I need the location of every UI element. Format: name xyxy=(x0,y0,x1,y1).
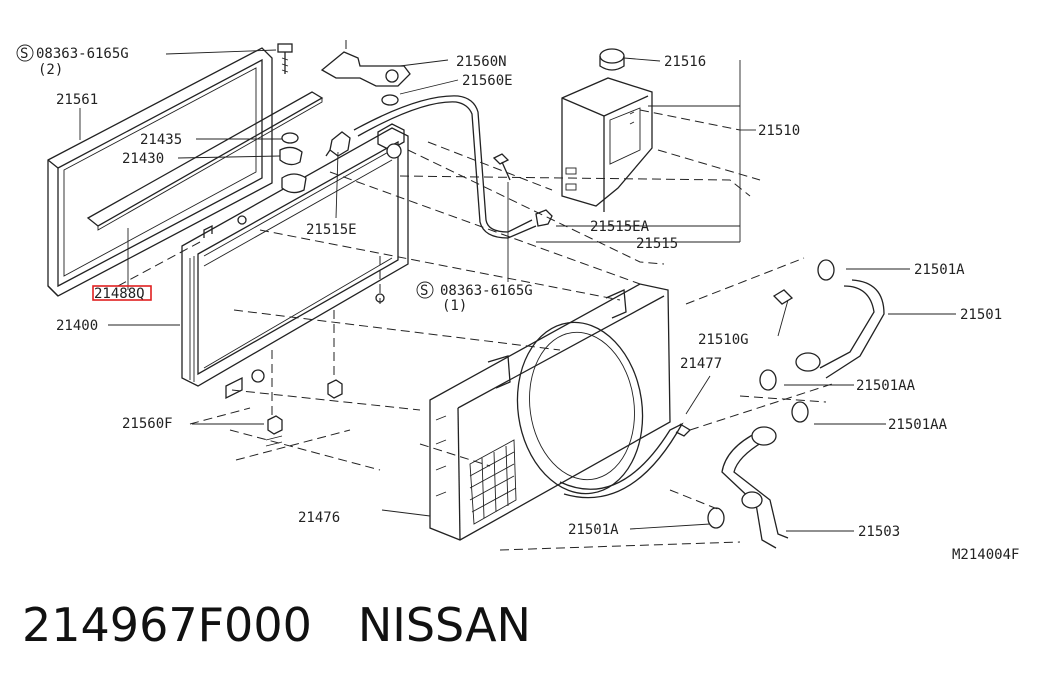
label-21515ea: 21515EA xyxy=(590,219,650,235)
shroud-frame-21561 xyxy=(47,47,324,297)
label-21560f: 21560F xyxy=(122,416,173,432)
label-21510g: 21510G xyxy=(698,332,749,348)
label-21501aa-2: 21501AA xyxy=(888,417,948,433)
label-21515: 21515 xyxy=(636,236,678,252)
label-21503: 21503 xyxy=(858,524,900,540)
label-21501aa-1: 21501AA xyxy=(856,378,916,394)
label-21477: 21477 xyxy=(680,356,722,372)
label-bolt-2-qty: (2) xyxy=(38,62,63,78)
reservoir-cap-21516 xyxy=(599,48,625,71)
label-21560n: 21560N xyxy=(456,54,507,70)
label-bolt-1-qty: (1) xyxy=(442,298,467,314)
hose-clip-21515e xyxy=(325,131,351,157)
assembly-lines xyxy=(117,109,833,551)
label-21435: 21435 xyxy=(140,132,182,148)
mount-21560f xyxy=(265,310,343,447)
highlight-box-21488q xyxy=(92,285,152,301)
label-21515e: 21515E xyxy=(306,222,357,238)
label-21501a-top: 21501A xyxy=(914,262,965,278)
label-bolt-1: 08363-6165G xyxy=(440,283,533,299)
radiator-21400 xyxy=(181,123,409,400)
part-number: 214967F000 xyxy=(22,598,312,652)
part-caption: 214967F000 NISSAN xyxy=(22,598,531,652)
label-21560e: 21560E xyxy=(462,73,513,89)
diagram-code: M214004F xyxy=(952,547,1019,563)
leader-lines xyxy=(79,49,956,532)
bolt-symbol-mid: S xyxy=(420,283,428,299)
parts-diagram: S 08363-6165G (2) 21561 21435 21430 2148… xyxy=(16,40,1019,563)
label-21516: 21516 xyxy=(664,54,706,70)
overflow-hose-21515 xyxy=(353,95,537,239)
bolt-symbol-top: S xyxy=(20,46,28,62)
reservoir-21510 xyxy=(561,77,653,212)
fan-guard-21477 xyxy=(559,422,692,499)
label-21488q: 21488Q xyxy=(94,286,145,302)
mount-21435-21430 xyxy=(279,132,307,194)
callout-labels: S 08363-6165G (2) 21561 21435 21430 2148… xyxy=(16,44,1019,563)
fan-shroud-21476 xyxy=(429,283,671,541)
label-bolt-2: 08363-6165G xyxy=(36,46,129,62)
label-21501: 21501 xyxy=(960,307,1002,323)
label-21561: 21561 xyxy=(56,92,98,108)
label-21476: 21476 xyxy=(298,510,340,526)
lower-hose-21503 xyxy=(721,426,789,549)
grommet-21560e xyxy=(381,94,399,106)
label-21501a-bottom: 21501A xyxy=(568,522,619,538)
hose-clamps xyxy=(707,259,835,529)
bolt-top xyxy=(277,43,293,74)
label-21400: 21400 xyxy=(56,318,98,334)
brand-name: NISSAN xyxy=(357,598,531,652)
bracket-21560n xyxy=(320,40,411,87)
upper-hose-21501 xyxy=(795,279,885,379)
label-21510: 21510 xyxy=(758,123,800,139)
label-21430: 21430 xyxy=(122,151,164,167)
